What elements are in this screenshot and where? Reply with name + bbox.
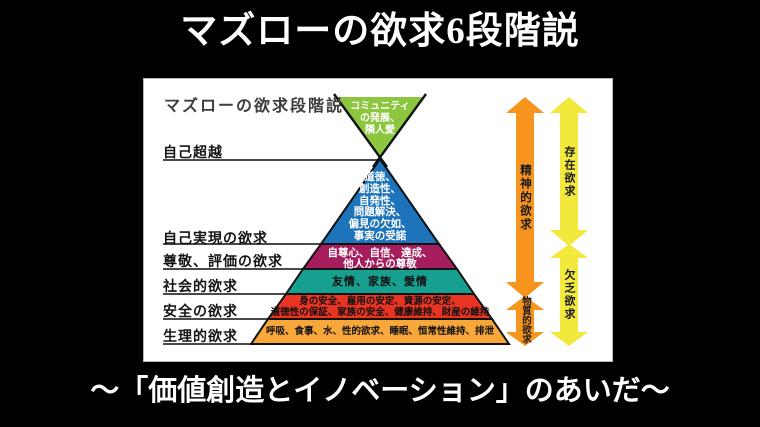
arrow-label-material: 物質的欲求 — [520, 296, 531, 344]
content-self-actualization: 道徳、 創造性、 自発性、 問題解決、 偏見の欠如、 事実の受諾 — [348, 171, 412, 242]
arrow-label-spiritual: 精神的欲求 — [519, 163, 531, 232]
arrow-spiritual-needs — [506, 97, 544, 298]
content-physiological: 呼吸、食事、水、性的欲求、睡眠、恒常性維持、排泄 — [265, 326, 494, 337]
label-safety: 安全の欲求 — [163, 303, 238, 319]
arrow-label-being: 存在欲求 — [563, 145, 575, 198]
level-shape-physiological — [249, 318, 511, 345]
arrow-label-deficiency: 欠乏欲求 — [563, 269, 575, 321]
label-physiological: 生理的欲求 — [163, 328, 238, 344]
label-self-actualization: 自己実現の欲求 — [163, 230, 268, 246]
level-shape-self-transcendence — [336, 97, 424, 157]
content-social: 友情、家族、愛情 — [332, 276, 428, 288]
page-subtitle: ～「価値創造とイノベーション」のあいだ～ — [90, 375, 670, 407]
content-safety: 身の安全、雇用の安定、資源の安定、 道徳性の保証、家族の安全、健康維持、財産の維… — [270, 296, 490, 318]
label-esteem: 尊敬、評価の欲求 — [163, 253, 283, 269]
arrow-being-needs — [550, 97, 588, 246]
content-esteem: 自尊心、自信、達成、 他人からの尊敬 — [327, 247, 433, 270]
green-edge-left — [333, 93, 388, 168]
pyramid-graphic — [163, 93, 588, 346]
arrow-material-needs — [506, 296, 544, 346]
diagram-panel: マズローの欲求段階説 自己超越 自己実現の欲求 尊敬、評価の欲求 社会的欲求 安… — [143, 78, 613, 362]
content-self-transcendence: コミュニティ の発展、 隣人愛 — [350, 101, 410, 136]
label-self-transcendence: 自己超越 — [163, 144, 223, 160]
page-title: マズローの欲求6段階説 — [180, 11, 580, 52]
arrow-deficiency-needs — [550, 244, 588, 346]
green-edge-right — [372, 93, 427, 168]
diagram-heading: マズローの欲求段階説 — [164, 98, 345, 115]
label-social: 社会的欲求 — [163, 278, 238, 294]
